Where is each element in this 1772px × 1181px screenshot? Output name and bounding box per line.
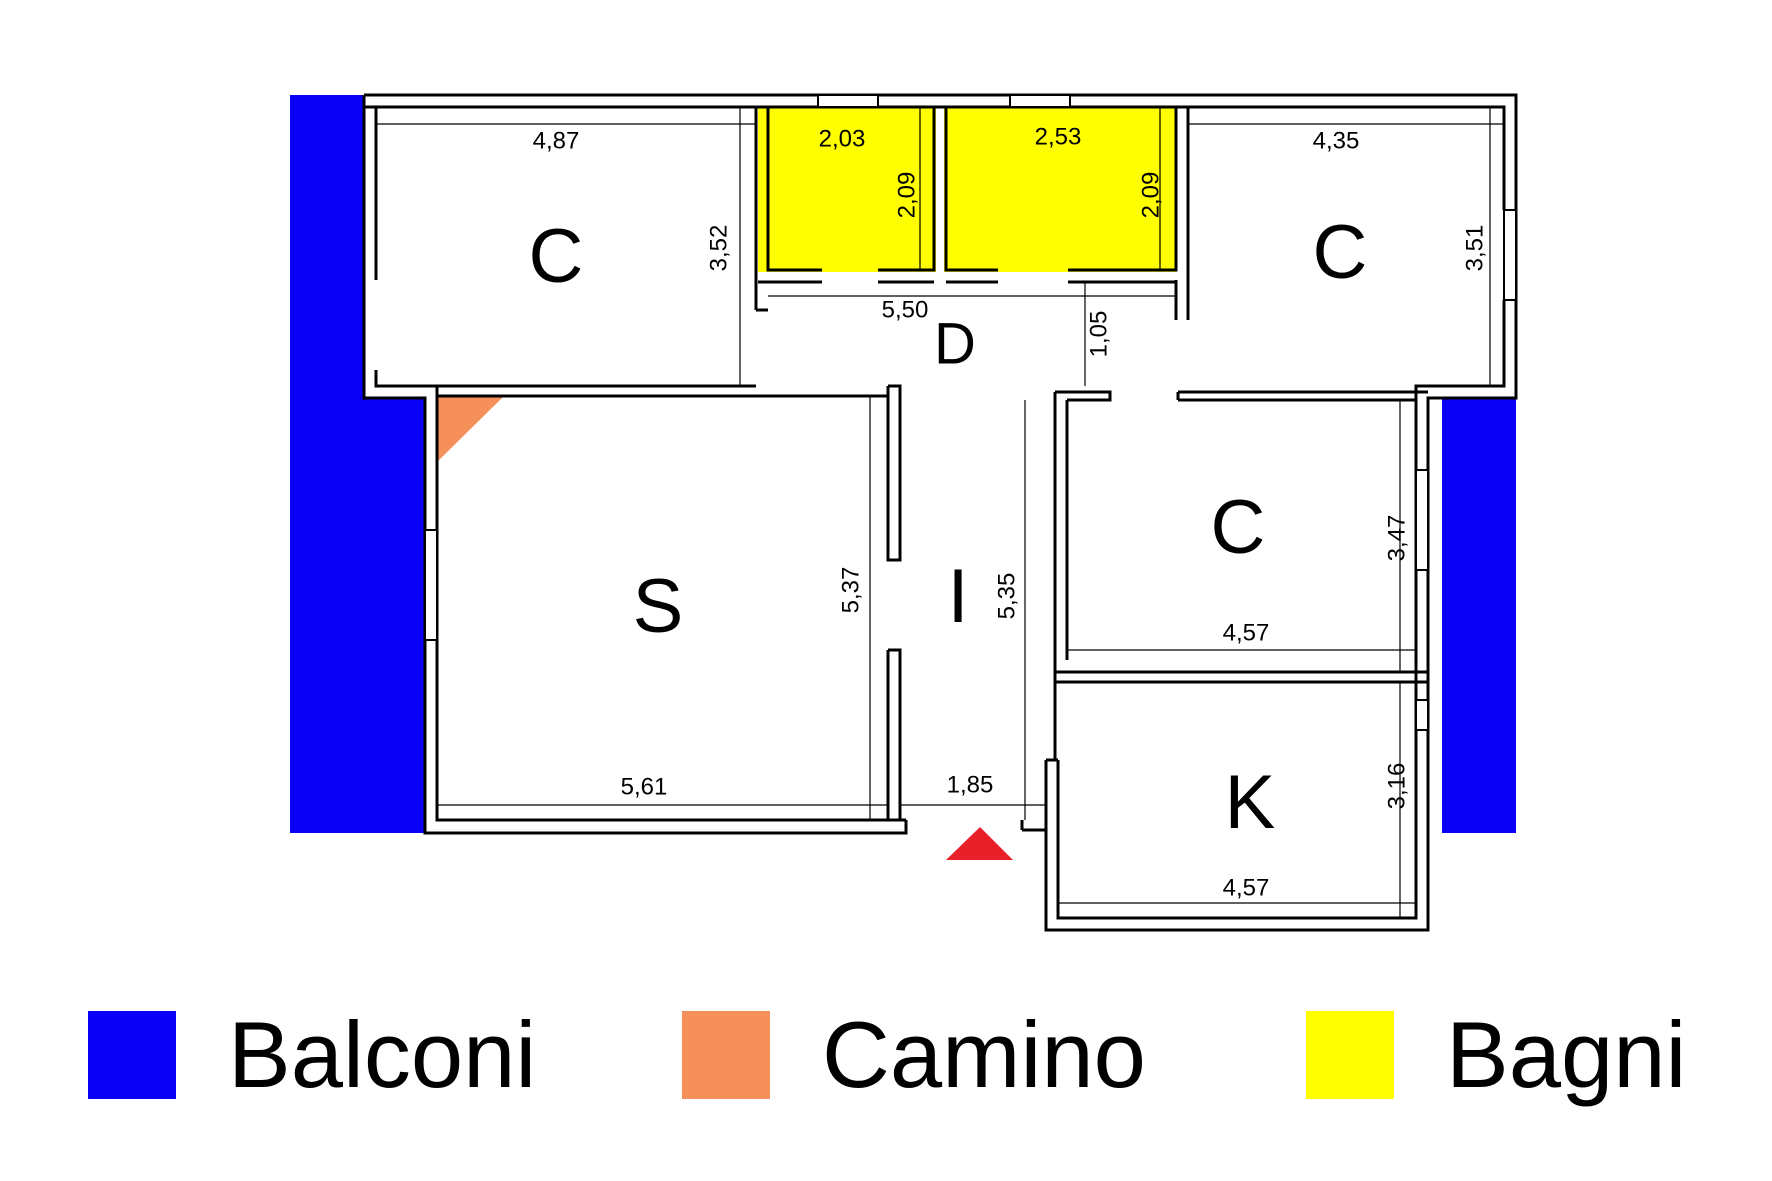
dim-camera-top-left-depth: 3,52 bbox=[705, 225, 732, 272]
legend-label-bagni: Bagni bbox=[1446, 1002, 1687, 1107]
dim-disimpegno-depth: 1,05 bbox=[1085, 311, 1112, 358]
balcony-left bbox=[290, 95, 425, 833]
dim-cucina-width: 4,57 bbox=[1223, 874, 1270, 901]
room-label-disimpegno: D bbox=[934, 311, 976, 376]
legend-camino: Camino bbox=[682, 1005, 1146, 1105]
dim-soggiorno-width: 5,61 bbox=[621, 773, 668, 800]
dim-ingresso-depth: 5,35 bbox=[993, 573, 1020, 620]
room-label-ingresso: I bbox=[947, 554, 968, 639]
legend-balconi: Balconi bbox=[88, 1005, 536, 1105]
entrance-arrow-icon bbox=[946, 827, 1013, 860]
legend-bagni: Bagni bbox=[1306, 1005, 1686, 1105]
dim-camera-mid-right-depth: 3,47 bbox=[1383, 515, 1410, 562]
room-label-camera-top-right: C bbox=[1313, 210, 1368, 295]
fireplace-fill bbox=[437, 396, 504, 462]
dim-disimpegno-length: 5,50 bbox=[882, 296, 929, 323]
orange-square-icon bbox=[682, 1011, 770, 1099]
yellow-square-icon bbox=[1306, 1011, 1394, 1099]
windows bbox=[424, 94, 1517, 731]
dim-soggiorno-depth: 5,37 bbox=[837, 567, 864, 614]
room-label-camera-mid-right: C bbox=[1211, 485, 1266, 570]
legend-label-camino: Camino bbox=[822, 1002, 1146, 1107]
dim-cucina-depth: 3,16 bbox=[1383, 763, 1410, 810]
dim-bagno-2-width: 2,53 bbox=[1035, 123, 1082, 150]
dim-camera-top-left-width: 4,87 bbox=[533, 127, 580, 154]
room-label-soggiorno: S bbox=[633, 564, 684, 649]
dim-bagno-1-depth: 2,09 bbox=[893, 172, 920, 219]
bathroom-2-fill bbox=[944, 107, 1176, 272]
walls bbox=[362, 93, 1518, 932]
bathroom-1-fill bbox=[758, 107, 936, 272]
measurement-lines bbox=[376, 107, 1504, 918]
room-label-cucina: K bbox=[1225, 760, 1276, 845]
dim-bagno-2-depth: 2,09 bbox=[1137, 172, 1164, 219]
legend-label-balconi: Balconi bbox=[228, 1002, 537, 1107]
dim-camera-top-right-width: 4,35 bbox=[1313, 127, 1360, 154]
dim-bagno-1-width: 2,03 bbox=[819, 125, 866, 152]
dim-camera-mid-right-width: 4,57 bbox=[1223, 619, 1270, 646]
dim-ingresso-width: 1,85 bbox=[947, 771, 994, 798]
blue-square-icon bbox=[88, 1011, 176, 1099]
dim-camera-top-right-depth: 3,51 bbox=[1461, 225, 1488, 272]
room-label-camera-top-left: C bbox=[529, 214, 584, 299]
balcony-right bbox=[1442, 398, 1516, 833]
